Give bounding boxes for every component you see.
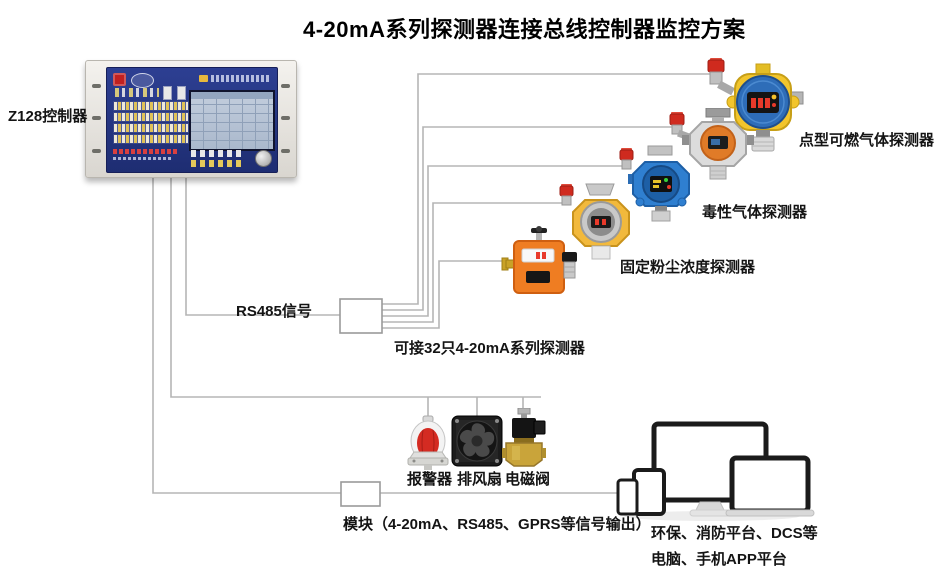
solenoid-valve-image [502,408,546,467]
diagram-title: 4-20mA系列探测器连接总线控制器监控方案 [303,17,746,42]
valve-label: 电磁阀 [505,471,551,488]
keypad-row [191,160,243,167]
combustible-gas-detector-image [707,58,804,152]
laptop-icon [725,455,815,517]
toxic-detector-label: 毒性气体探测器 [702,204,808,221]
company-contact-text [113,157,173,160]
alarm-label: 报警器 [407,471,453,488]
brand-badge-icon [113,73,126,86]
platform-label-line1: 环保、消防平台、DCS等 [651,525,818,542]
company-name-text [113,149,179,154]
ccc-mark-icon [131,73,154,88]
model-chip [199,75,208,82]
model-title-text [211,75,271,82]
panel-button [177,86,186,100]
toxic-gas-detector-image [669,108,754,180]
combustible-detector-label: 点型可燃气体探测器 [799,132,935,149]
gas-detector-blue-image [619,145,690,222]
platform-label-line2: 电脑、手机APP平台 [651,551,787,568]
status-leds [115,88,159,97]
panel-button [163,86,172,100]
controller-label: Z128控制器 [8,108,88,125]
dust-detector-image [559,183,630,260]
signal-module-box [340,481,381,507]
controller-front-panel [106,67,278,173]
channel-led-row [113,134,189,144]
fan-label: 排风扇 [457,471,503,488]
keypad-row [191,150,243,157]
dust-meter-box-image [501,226,577,294]
rs485-signal-label: RS485信号 [236,303,312,320]
dust-detector-label: 固定粉尘浓度探测器 [620,259,756,276]
exhaust-fan-image [451,415,503,467]
z128-controller-image [85,60,297,178]
channel-led-row [113,123,189,133]
buzzer-knob [255,150,272,167]
channel-led-row [113,112,189,122]
alarm-beacon-image [407,415,449,470]
junction-box [339,298,383,334]
lcd-screen [189,90,275,151]
phone-icon [616,478,639,516]
channel-led-row [113,101,189,111]
module-label: 模块（4-20mA、RS485、GPRS等信号输出） [343,516,651,533]
capacity-label: 可接32只4-20mA系列探测器 [394,340,585,357]
platform-devices-image [616,421,815,521]
